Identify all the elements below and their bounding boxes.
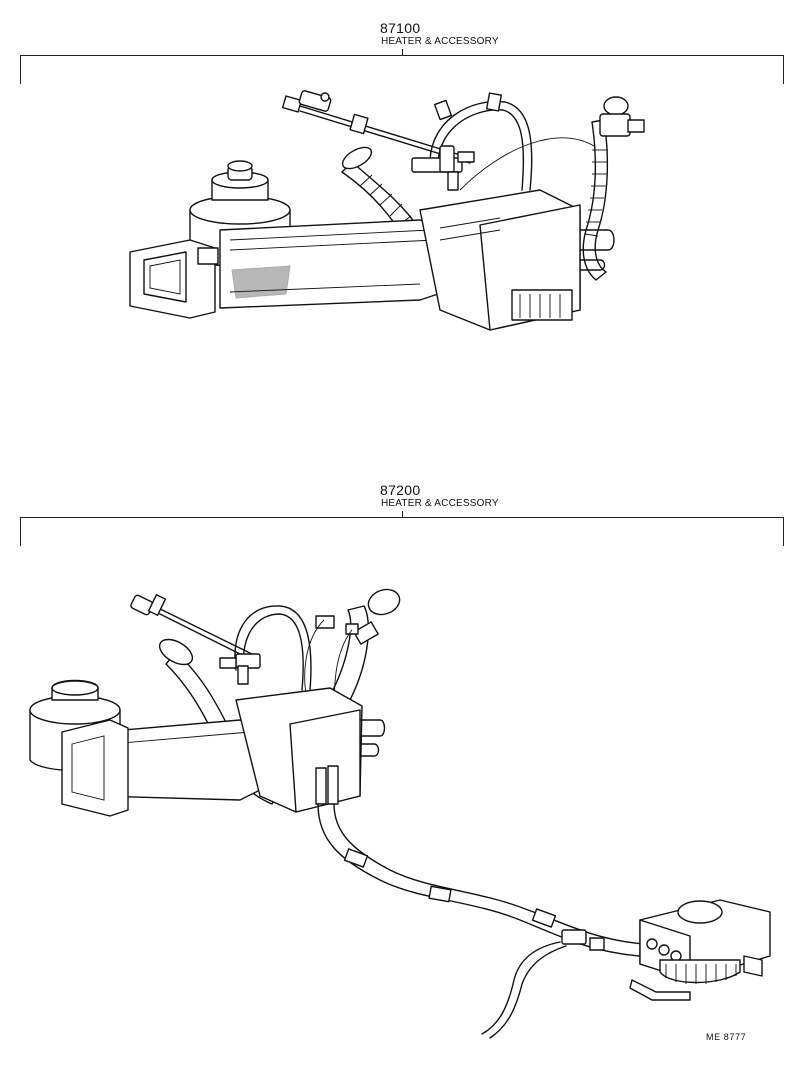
heater-core-box [235,687,386,813]
drain-hose [481,941,561,1035]
section-2-code: 87200 [380,482,421,498]
air-outlet-nozzle [129,239,219,319]
section-1-code: 87100 [380,20,421,36]
rear-heater-pipes [317,803,645,957]
section-2-title: HEATER & ACCESSORY [381,498,499,509]
reference-number: ME 8777 [706,1032,747,1042]
heater-duct [219,219,451,309]
heater-core-box [419,189,615,331]
control-wire [459,137,601,191]
section-1-bracket [20,55,784,84]
section-2-notch [402,511,403,517]
heater-assembly-87100-diagram [129,90,645,331]
arched-pipe [429,92,533,191]
water-valve-loop [219,605,312,691]
heater-duct [61,719,261,817]
water-valve [411,145,475,191]
heater-assembly-87200-diagram [29,588,771,1039]
control-cable-rod [130,594,257,662]
rear-heater-unit [629,899,771,1001]
heater-hose-right [582,96,645,281]
heater-inlet-pipe [304,588,401,731]
section-1-title: HEATER & ACCESSORY [381,36,499,47]
section-2-bracket [20,517,784,546]
section-1-notch [402,49,403,55]
